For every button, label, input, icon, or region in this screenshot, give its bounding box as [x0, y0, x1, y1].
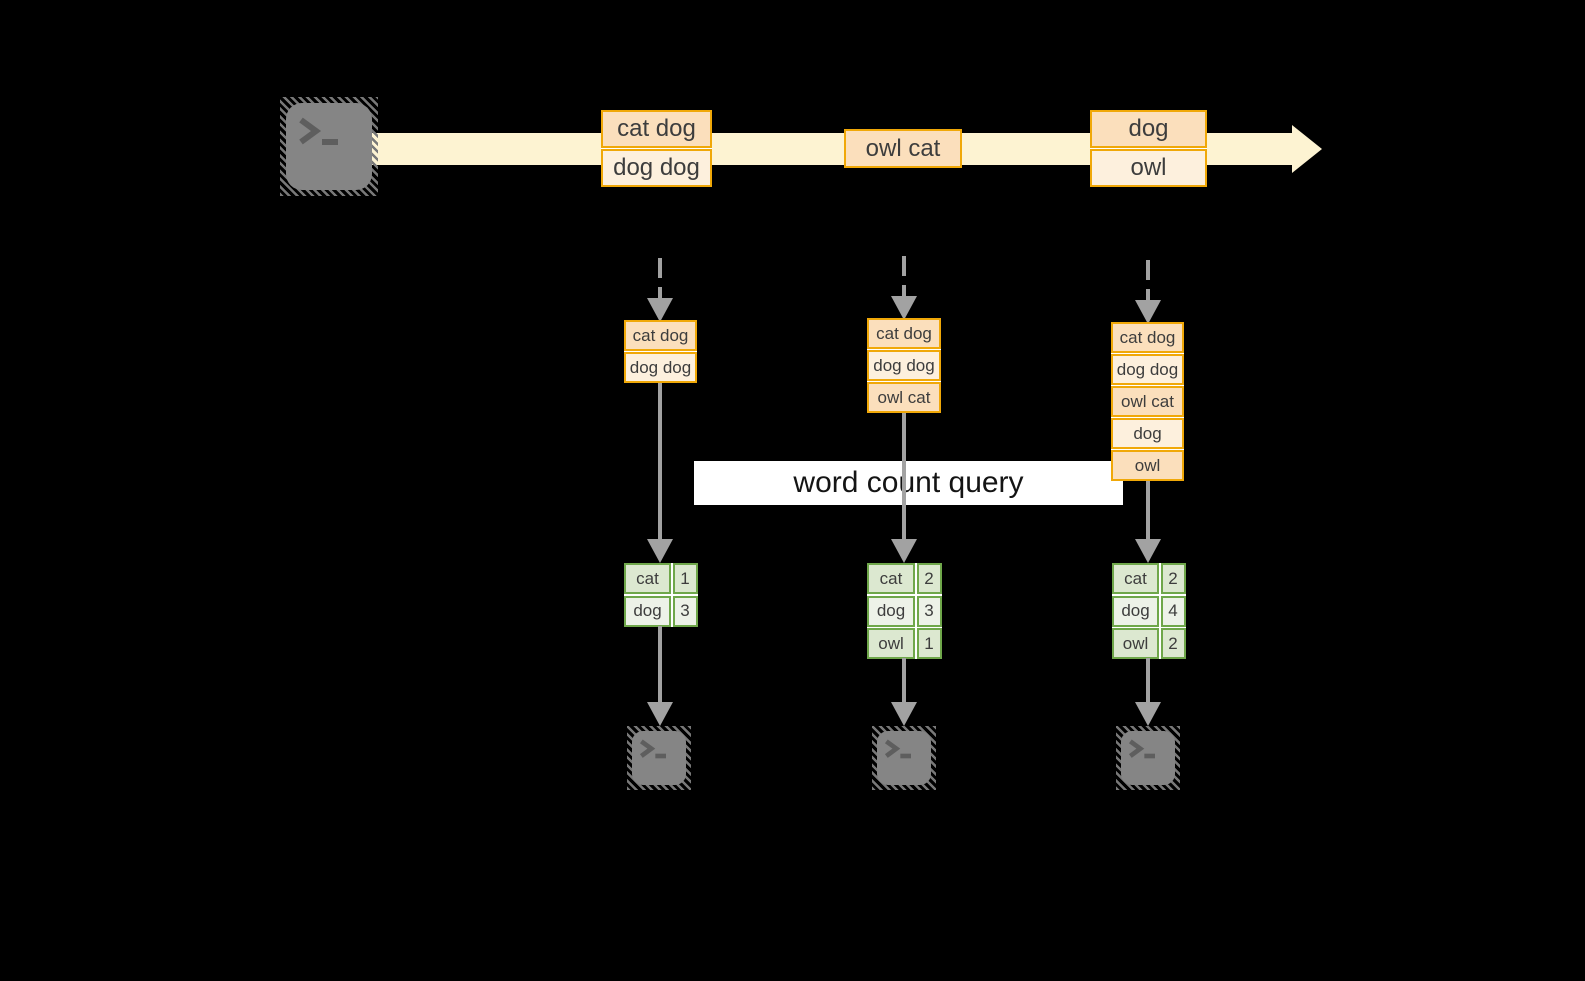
table-row: dog 3	[867, 595, 942, 627]
dashed-arrow-line	[1146, 260, 1150, 302]
terminal-prompt-icon	[299, 117, 338, 145]
arrowhead	[1135, 702, 1161, 726]
arrow-line	[658, 626, 662, 704]
buffer-record: cat dog	[624, 320, 697, 351]
buffer-record: dog	[1111, 418, 1184, 449]
buffer-record: owl	[1111, 450, 1184, 481]
word-cell: owl	[1112, 628, 1159, 659]
arrow-line	[1146, 481, 1150, 541]
dashed-arrowhead	[891, 296, 917, 320]
word-cell: owl	[867, 628, 915, 659]
table-row: cat 2	[867, 563, 942, 594]
buffer-stack-3: cat dog dog dog owl cat dog owl	[1111, 322, 1184, 481]
terminal-icon	[280, 97, 378, 196]
stream-record: cat dog	[601, 110, 712, 148]
buffer-record: owl cat	[1111, 386, 1184, 417]
stream-arrowhead	[1292, 125, 1322, 173]
stream-batch-2: owl cat	[844, 129, 962, 168]
arrowhead	[891, 539, 917, 563]
table-row: dog 4	[1112, 595, 1186, 627]
buffer-record: cat dog	[867, 318, 941, 349]
terminal-icon	[1116, 726, 1180, 790]
count-table-3: cat 2 dog 4 owl 2	[1112, 563, 1186, 659]
stream-batch-1: cat dog dog dog	[601, 110, 712, 187]
dashed-arrow-line	[902, 256, 906, 298]
arrow-line	[658, 383, 662, 541]
stream-record: dog dog	[601, 149, 712, 187]
word-cell: cat	[624, 563, 671, 594]
count-cell: 2	[1160, 628, 1186, 659]
buffer-record: owl cat	[867, 382, 941, 413]
stream-record: owl cat	[844, 129, 962, 168]
query-label: word count query	[793, 466, 1024, 499]
count-table-2: cat 2 dog 3 owl 1	[867, 563, 942, 659]
arrowhead	[647, 539, 673, 563]
word-cell: dog	[867, 595, 915, 627]
terminal-prompt-icon	[639, 739, 666, 759]
word-cell: dog	[624, 595, 671, 627]
arrow-line	[902, 413, 906, 541]
arrowhead	[647, 702, 673, 726]
terminal-body	[286, 103, 372, 190]
arrow-line	[902, 658, 906, 704]
count-cell: 2	[916, 563, 942, 594]
table-row: owl 1	[867, 628, 942, 659]
word-cell: cat	[867, 563, 915, 594]
query-label-band: word count query	[694, 461, 1123, 505]
stream-record: dog	[1090, 110, 1207, 148]
count-cell: 1	[916, 628, 942, 659]
terminal-icon	[627, 726, 691, 790]
arrowhead	[1135, 539, 1161, 563]
table-row: cat 2	[1112, 563, 1186, 594]
stream-batch-3: dog owl	[1090, 110, 1207, 187]
buffer-stack-2: cat dog dog dog owl cat	[867, 318, 941, 413]
buffer-record: dog dog	[867, 350, 941, 381]
dashed-arrowhead	[1135, 300, 1161, 324]
count-cell: 3	[672, 595, 698, 627]
arrow-line	[1146, 658, 1150, 704]
buffer-stack-1: cat dog dog dog	[624, 320, 697, 383]
word-cell: cat	[1112, 563, 1159, 594]
dashed-arrow-line	[658, 258, 662, 300]
count-cell: 3	[916, 595, 942, 627]
stream-record: owl	[1090, 149, 1207, 187]
buffer-record: dog dog	[1111, 354, 1184, 385]
buffer-record: dog dog	[624, 352, 697, 383]
terminal-prompt-icon	[884, 739, 911, 759]
buffer-record: cat dog	[1111, 322, 1184, 353]
terminal-icon	[872, 726, 936, 790]
word-cell: dog	[1112, 595, 1159, 627]
count-table-1: cat 1 dog 3	[624, 563, 698, 627]
count-cell: 4	[1160, 595, 1186, 627]
count-cell: 1	[672, 563, 698, 594]
arrowhead	[891, 702, 917, 726]
dashed-arrowhead	[647, 298, 673, 322]
table-row: owl 2	[1112, 628, 1186, 659]
table-row: dog 3	[624, 595, 698, 627]
count-cell: 2	[1160, 563, 1186, 594]
table-row: cat 1	[624, 563, 698, 594]
terminal-prompt-icon	[1128, 739, 1155, 759]
